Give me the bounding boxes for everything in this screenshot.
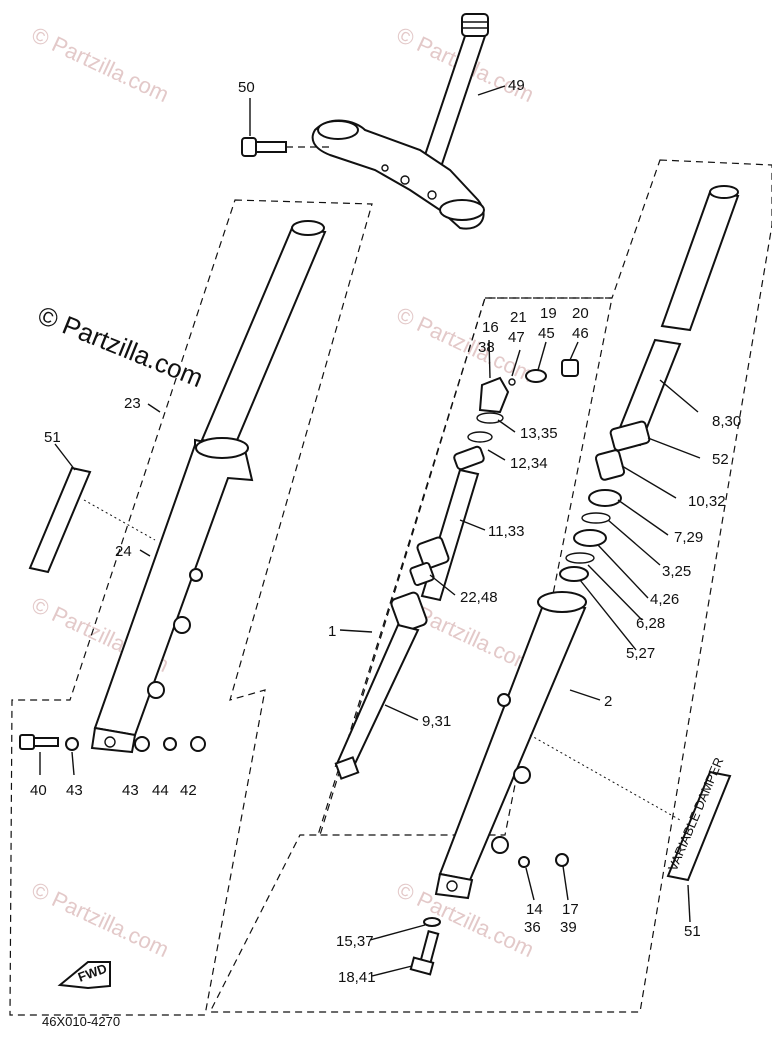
bolt-50 xyxy=(241,137,330,157)
right-outer-tube xyxy=(434,591,587,900)
label-52: 52 xyxy=(712,451,729,468)
watermark-large: © Partzilla.com xyxy=(34,300,208,393)
part-labels: 50 49 23 51 24 40 43 43 44 42 21 47 19 4… xyxy=(30,77,741,986)
label-38: 38 xyxy=(478,339,495,356)
label-45: 45 xyxy=(538,325,555,342)
label-43-b: 43 xyxy=(122,782,139,799)
label-8-30: 8,30 xyxy=(712,413,741,430)
label-23: 23 xyxy=(124,395,141,412)
label-17: 17 xyxy=(562,901,579,918)
label-50: 50 xyxy=(238,79,255,96)
label-47: 47 xyxy=(508,329,525,346)
label-42: 42 xyxy=(180,782,197,799)
label-4-26: 4,26 xyxy=(650,591,679,608)
label-21: 21 xyxy=(510,309,527,326)
label-46: 46 xyxy=(572,325,589,342)
label-5-27: 5,27 xyxy=(626,645,655,662)
left-outer-tube xyxy=(90,437,254,754)
label-6-28: 6,28 xyxy=(636,615,665,632)
label-49: 49 xyxy=(508,77,525,94)
label-14: 14 xyxy=(526,901,543,918)
label-39: 39 xyxy=(560,919,577,936)
label-36: 36 xyxy=(524,919,541,936)
label-51-right: 51 xyxy=(684,923,701,940)
label-16: 16 xyxy=(482,319,499,336)
label-43-a: 43 xyxy=(66,782,83,799)
label-18-41: 18,41 xyxy=(338,969,376,986)
label-51-left: 51 xyxy=(44,429,61,446)
label-7-29: 7,29 xyxy=(674,529,703,546)
right-bottom-hardware xyxy=(409,853,569,976)
fwd-arrow-icon: FWD xyxy=(57,961,111,990)
label-40: 40 xyxy=(30,782,47,799)
damper-subassembly xyxy=(334,359,579,780)
label-22-48: 22,48 xyxy=(460,589,498,606)
label-19: 19 xyxy=(540,305,557,322)
label-9-31: 9,31 xyxy=(422,713,451,730)
right-seals-stack xyxy=(559,449,626,582)
label-44: 44 xyxy=(152,782,169,799)
watermark-main: © Partzilla.com xyxy=(34,300,208,393)
label-12-34: 12,34 xyxy=(510,455,548,472)
label-3-25: 3,25 xyxy=(662,563,691,580)
damper-subassembly-boundary xyxy=(317,297,613,836)
label-20: 20 xyxy=(572,305,589,322)
label-10-32: 10,32 xyxy=(688,493,726,510)
diagram-code: 46X010-4270 xyxy=(42,1014,120,1029)
label-1: 1 xyxy=(328,623,336,640)
label-11-33: 11,33 xyxy=(488,523,524,540)
steering-stem xyxy=(311,13,489,230)
label-15-37: 15,37 xyxy=(336,933,374,950)
left-bottom-hardware xyxy=(19,734,206,752)
leader-lines xyxy=(39,85,701,977)
left-label-plate xyxy=(28,466,92,574)
right-inner-tube xyxy=(609,185,740,452)
label-24: 24 xyxy=(115,543,132,560)
watermark: © Partzilla.com xyxy=(28,877,173,962)
label-2: 2 xyxy=(604,693,612,710)
left-inner-tube xyxy=(200,220,327,447)
label-13-35: 13,35 xyxy=(520,425,558,442)
watermark: © Partzilla.com xyxy=(28,22,173,107)
